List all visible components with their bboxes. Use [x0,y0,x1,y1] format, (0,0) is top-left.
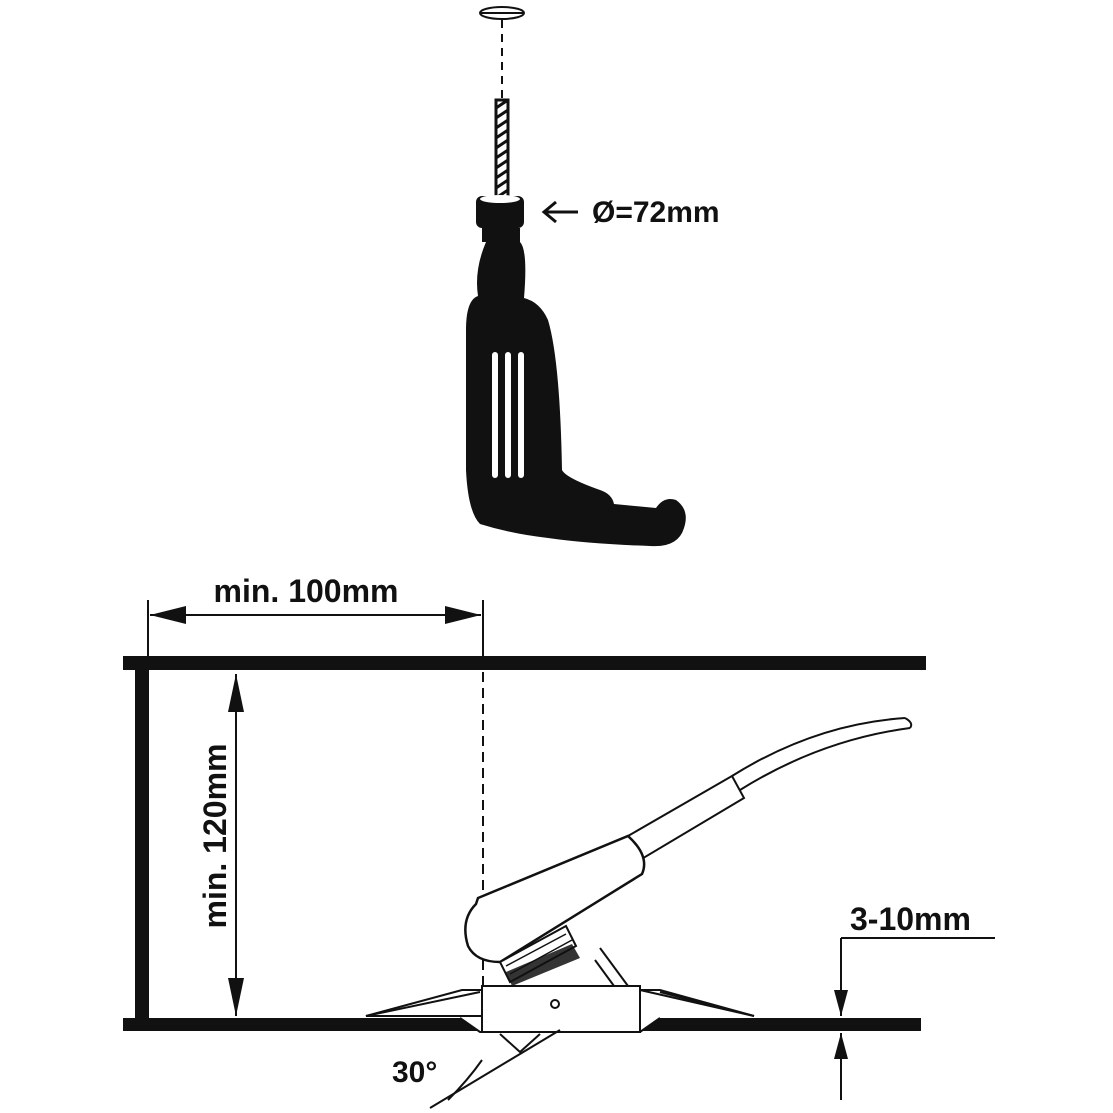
angle-label: 30° [392,1056,437,1089]
side-joist [135,670,149,1020]
thickness-dimension: 3-10mm [834,901,995,1100]
drill-body-icon [466,242,686,547]
drill-chuck [476,196,524,228]
min-distance-label: min. 100mm [214,573,399,609]
depth-dimension: min. 120mm [197,674,244,1016]
top-joist [123,656,926,670]
drill-bit-icon [494,98,510,200]
drill-illustration: Ø=72mm [466,6,720,547]
downlight-fitting-icon [365,947,755,1054]
hole-marker-icon [479,6,525,20]
tool-icon [464,717,913,986]
diameter-arrow-icon [541,200,578,224]
thickness-label: 3-10mm [850,901,971,937]
angle-indicator: 30° [392,1029,561,1109]
distance-dimension: min. 100mm [147,573,484,656]
min-depth-label: min. 120mm [197,744,233,929]
hole-diameter-label: Ø=72mm [592,196,720,229]
